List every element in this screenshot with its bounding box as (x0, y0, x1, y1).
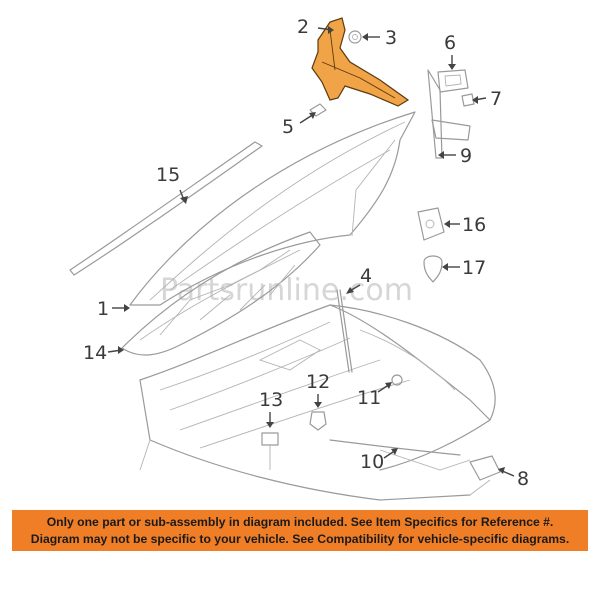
hood-panel (129, 111, 416, 306)
callout-1: 1 (97, 298, 109, 320)
prop-rod-4 (336, 289, 353, 373)
hood-hinge-shape (311, 17, 410, 107)
notice-line-2: Diagram may not be specific to your vehi… (30, 531, 570, 546)
callout-17: 17 (462, 257, 486, 279)
callout-15: 15 (156, 164, 180, 186)
prop-rod-clip-11 (391, 374, 403, 386)
callout-9: 9 (460, 145, 472, 167)
strut-bracket-9 (427, 69, 471, 159)
hood-hinge-highlighted (311, 17, 410, 107)
callout-10: 10 (360, 451, 384, 473)
hood-inner-panel (121, 231, 321, 356)
callout-2: 2 (297, 16, 309, 38)
notice-line-1: Only one part or sub-assembly in diagram… (46, 515, 554, 529)
latch-bracket-6 (437, 69, 469, 93)
callout-numbers: 1 2 3 4 5 6 7 8 9 10 11 12 13 14 15 16 1… (83, 16, 529, 490)
grommet-part-12 (309, 411, 327, 431)
engine-bay-structure (139, 304, 496, 501)
callout-14: 14 (83, 342, 107, 364)
release-cable-10 (329, 439, 461, 456)
watermark-text: Partsrunline.com (160, 273, 413, 308)
notice-banner: Only one part or sub-assembly in diagram… (12, 510, 588, 551)
callout-6: 6 (444, 32, 456, 54)
clip-part-7 (461, 93, 475, 107)
block-part-13 (261, 432, 279, 470)
callout-12: 12 (306, 371, 330, 393)
callout-11: 11 (357, 387, 381, 409)
leader-lines (107, 26, 515, 477)
callout-7: 7 (490, 88, 502, 110)
bumper-part-17 (423, 255, 443, 283)
nut-part-3 (348, 30, 362, 44)
latch-part-16 (417, 207, 445, 241)
callout-8: 8 (517, 468, 529, 490)
callout-16: 16 (462, 214, 486, 236)
callout-13: 13 (259, 389, 283, 411)
callout-4: 4 (360, 265, 372, 287)
callout-5: 5 (282, 116, 294, 138)
seal-strip (69, 141, 263, 276)
callout-3: 3 (385, 27, 397, 49)
release-handle-8 (469, 455, 501, 481)
